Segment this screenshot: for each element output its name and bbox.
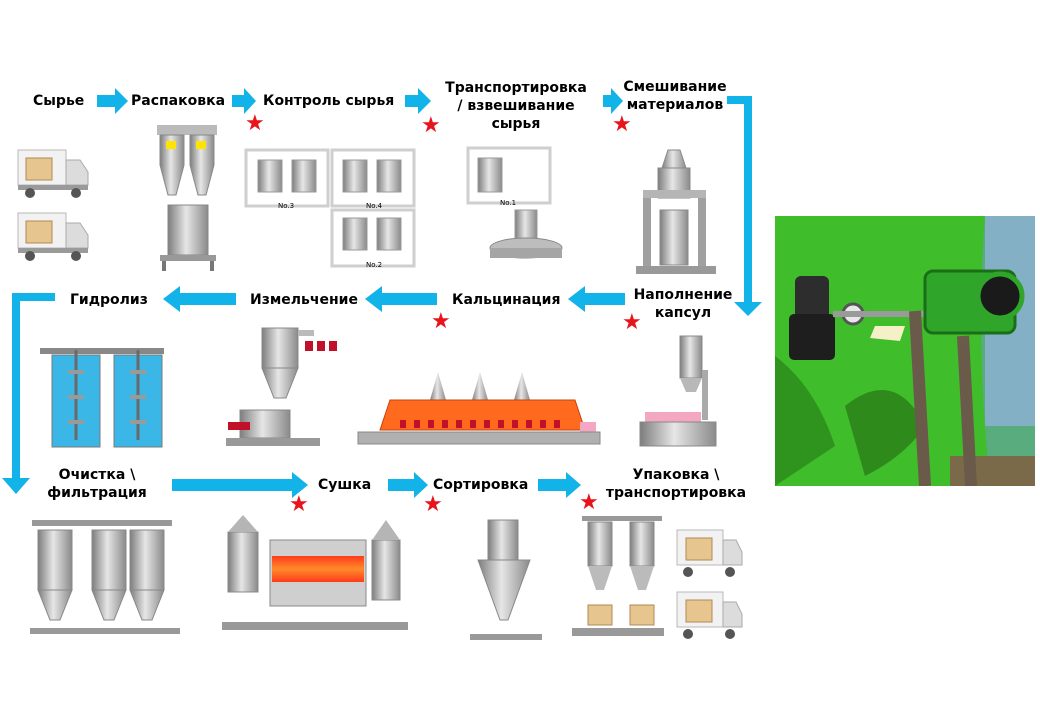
step-label-grinding: Измельчение (250, 292, 358, 308)
arrow-control-transport (405, 88, 431, 114)
arrow-cleaning-drying (172, 472, 308, 498)
control-point-star-icon: ★ (579, 490, 599, 515)
step-label-hydrolysis: Гидролиз (70, 292, 148, 308)
equipment-tag: No.1 (500, 199, 517, 207)
truck-icon (17, 212, 89, 261)
flow-arrows (2, 88, 762, 498)
step-label-packing: Упаковка \ транспортировка (605, 467, 747, 501)
control-point-star-icon: ★ (289, 492, 309, 517)
arrow-unpack-control (232, 88, 256, 114)
arrow-drying-sorting (388, 472, 428, 498)
filter-tanks-icon (30, 520, 180, 634)
arrow-sorting-packing (538, 472, 581, 498)
step-label-filling: Наполнение капсул (633, 287, 733, 321)
step-label-raw: Сырье (33, 93, 85, 109)
control-point-star-icon: ★ (612, 112, 632, 137)
equipment-tag: No.4 (366, 202, 383, 210)
equipment-tag: No.3 (278, 202, 295, 210)
step-label-drying: Сушка (318, 477, 372, 493)
mixer-icon (636, 149, 716, 274)
arrow-hydrolysis-cleaning (2, 293, 55, 494)
arrow-calcination-grinding (365, 286, 437, 312)
step-label-calcination: Кальцинация (452, 292, 561, 308)
capsule-filler-icon (639, 335, 717, 447)
truck-icon (676, 529, 743, 577)
control-point-star-icon: ★ (421, 113, 441, 138)
equipment-tag: No.2 (366, 261, 383, 269)
step-label-transport: Транспортировка / взвешивание сырья (445, 80, 587, 132)
control-point-star-icon: ★ (423, 492, 443, 517)
control-point-star-icon: ★ (431, 309, 451, 334)
control-point-star-icon: ★ (622, 310, 642, 335)
packing-line-icon (572, 516, 664, 636)
step-label-control: Контроль сырья (263, 93, 395, 109)
equipment-photo (775, 216, 1035, 486)
step-label-unpack: Распаковка (131, 93, 226, 109)
weighing-station-icon (466, 146, 563, 259)
unpacking-hoppers-icon (157, 125, 217, 271)
step-label-sorting: Сортировка (433, 477, 529, 493)
truck-icon (676, 591, 743, 639)
calcination-furnace-icon (357, 372, 601, 445)
arrow-transport-mixing (603, 88, 623, 114)
grinder-icon (226, 327, 337, 446)
arrow-mixing-filling (727, 96, 762, 316)
truck-icon (17, 149, 89, 198)
arrow-grinding-hydrolysis (163, 286, 236, 312)
hydrolysis-tanks-icon (40, 348, 164, 448)
step-label-cleaning: Очистка \ фильтрация (47, 467, 147, 501)
arrow-raw-unpack (97, 88, 128, 114)
control-point-star-icon: ★ (245, 111, 265, 136)
sorting-cyclone-icon (470, 519, 542, 640)
arrow-filling-calcination (568, 286, 625, 312)
step-label-mixing: Смешивание материалов (623, 79, 727, 113)
control-silos-icon (244, 148, 416, 268)
pressure-regulator-photo-icon (775, 216, 1035, 486)
dryer-icon (222, 515, 408, 630)
